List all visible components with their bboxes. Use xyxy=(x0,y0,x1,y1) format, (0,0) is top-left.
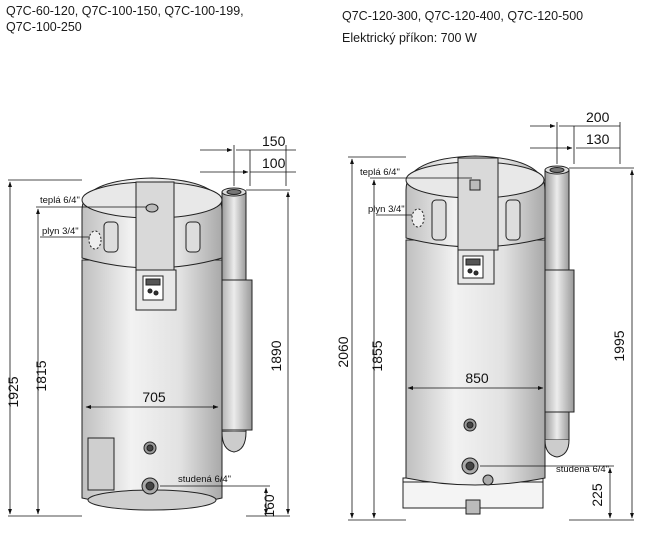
left-dim-diameter: 705 xyxy=(142,389,166,405)
right-dim-flue-offset-outer: 200 xyxy=(586,109,610,125)
left-dimensions xyxy=(8,145,296,517)
right-label-gas: plyn 3/4" xyxy=(368,204,405,215)
left-dim-flue-height: 1890 xyxy=(268,340,284,371)
left-label-hot: teplá 6/4" xyxy=(40,195,80,206)
right-models-line1: Q7C-120-300, Q7C-120-400, Q7C-120-500 xyxy=(342,9,584,23)
left-models-header: Q7C-60-120, Q7C-100-150, Q7C-100-199, Q7… xyxy=(6,3,244,35)
left-label-cold: studená 6/4" xyxy=(178,474,231,485)
right-dim-hot-height: 1855 xyxy=(369,340,385,371)
right-label-hot: teplá 6/4" xyxy=(360,167,400,178)
right-heater xyxy=(402,155,575,515)
right-models-header: Q7C-120-300, Q7C-120-400, Q7C-120-500 El… xyxy=(342,8,583,46)
left-label-gas: plyn 3/4" xyxy=(42,226,79,237)
right-dim-diameter: 850 xyxy=(465,370,489,386)
right-dimension-labels: 2060 1855 1995 850 200 130 225 teplá 6/4… xyxy=(335,109,627,507)
left-models-line1: Q7C-60-120, Q7C-100-150, Q7C-100-199, xyxy=(6,4,244,18)
left-models-line2: Q7C-100-250 xyxy=(6,20,82,34)
right-dim-total-height: 2060 xyxy=(335,336,351,367)
left-heater xyxy=(81,177,253,511)
power-spec: Elektrický příkon: 700 W xyxy=(342,31,477,45)
right-dim-cold-height: 225 xyxy=(589,483,605,507)
left-dim-flue-offset-outer: 150 xyxy=(262,133,286,149)
right-dim-flue-offset-inner: 130 xyxy=(586,131,610,147)
right-dimensions xyxy=(348,122,634,521)
left-dim-total-height: 1925 xyxy=(5,376,21,407)
left-dim-cold-height: 160 xyxy=(261,494,277,518)
left-dim-hot-height: 1815 xyxy=(33,360,49,391)
right-label-cold: studená 6/4" xyxy=(556,464,609,475)
left-dimension-labels: 1925 1815 1890 705 150 100 160 teplá 6/4… xyxy=(5,133,286,518)
left-dim-flue-offset-inner: 100 xyxy=(262,155,286,171)
right-dim-flue-height: 1995 xyxy=(611,330,627,361)
